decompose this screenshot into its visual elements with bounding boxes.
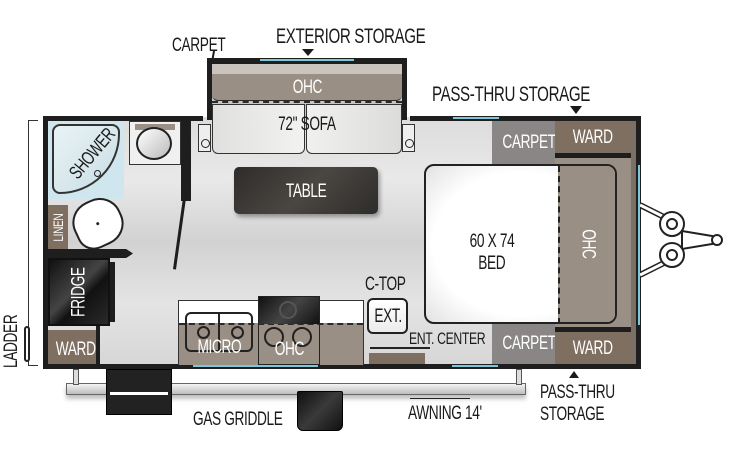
- window-bottom-kitchen: [193, 365, 318, 367]
- bed-label: BED: [478, 253, 506, 274]
- kitchen-sink-icon: [185, 312, 253, 352]
- sink-cabinet: [129, 121, 181, 165]
- linen-label: LINEN: [50, 214, 66, 242]
- shower-drain-icon: [94, 170, 101, 177]
- wall-top-left: [43, 116, 203, 121]
- fridge: FRIDGE: [48, 258, 110, 326]
- ohc-kitchen-label: OHC: [274, 339, 304, 360]
- ladder-label: LADDER: [1, 314, 22, 368]
- sofa-arm-right: [402, 124, 415, 152]
- ward-lower: WARD: [555, 332, 631, 364]
- micro-label: MICRO: [197, 337, 241, 358]
- carpet-upper: CARPET: [492, 121, 556, 164]
- ohc-bed-label: OHC: [577, 228, 599, 259]
- entry-steps: [106, 369, 172, 415]
- sofa-arm-left: [198, 124, 211, 152]
- table-label: TABLE: [285, 181, 327, 202]
- exterior-storage-label: EXTERIOR STORAGE: [276, 25, 426, 48]
- arrow-up-icon: [569, 371, 579, 378]
- ctop-label: C-TOP: [365, 274, 406, 295]
- fridge-label: FRIDGE: [68, 267, 90, 317]
- hitch-tongue-icon: [640, 202, 723, 278]
- ohc-slide: OHC: [212, 74, 402, 101]
- pass-thru-storage-bottom-label-2: STORAGE: [540, 404, 605, 425]
- ohc-slide-label: OHC: [292, 77, 322, 98]
- bathroom-sink-icon: [136, 127, 172, 160]
- ent-center-cabinet: [369, 353, 425, 364]
- carpet-lower: CARPET: [492, 324, 556, 364]
- wall-bottom: [43, 364, 641, 369]
- bed: 60 X 74 BED OHC: [424, 164, 617, 324]
- ladder-handle: [24, 326, 30, 362]
- pass-thru-storage-bottom-label-1: PASS-THRU: [540, 382, 615, 403]
- carpet-lower-label: CARPET: [502, 333, 556, 354]
- tv-icon: [370, 347, 430, 349]
- ward-front-left: WARD: [48, 330, 96, 364]
- bath-bottom-wall: [48, 249, 133, 258]
- gas-griddle-label: GAS GRIDDLE: [193, 409, 283, 430]
- window-slideout: [260, 59, 354, 61]
- gas-griddle-icon: [297, 391, 343, 431]
- bath-wall: [181, 121, 191, 201]
- arrow-down-icon: [302, 49, 314, 56]
- dashed-line: [212, 101, 402, 103]
- ward-label: WARD: [55, 339, 96, 360]
- pass-thru-storage-top-label: PASS-THRU STORAGE: [432, 83, 590, 106]
- ward-lower-label: WARD: [573, 338, 613, 359]
- bed-size-label: 60 X 74: [469, 231, 515, 252]
- ohc-bed: [558, 166, 615, 322]
- wall-left: [43, 116, 48, 369]
- burner-icon: [264, 327, 284, 347]
- ent-center-label: ENT. CENTER: [409, 329, 486, 348]
- wall-top-right: [410, 116, 641, 121]
- ladder-rail: [28, 120, 38, 366]
- burner-icon: [279, 301, 297, 319]
- carpet-upper-label: CARPET: [502, 132, 556, 153]
- window-top: [453, 117, 499, 119]
- awning-bar: [66, 383, 526, 395]
- ward-upper-label: WARD: [573, 127, 613, 148]
- sofa-cushion-right: [306, 104, 402, 154]
- sofa-cushion-left: [212, 104, 305, 154]
- carpet-label-top: CARPET: [172, 35, 226, 56]
- window-bottom-right: [452, 365, 498, 367]
- ward-upper: WARD: [555, 121, 631, 153]
- window-front: [638, 165, 640, 325]
- ctop-extension: EXT.: [367, 298, 408, 334]
- dinette-table: TABLE: [234, 167, 378, 214]
- burner-icon: [292, 327, 312, 347]
- arrow-down-icon: [570, 106, 582, 114]
- awning-label: AWNING 14': [408, 403, 482, 424]
- stove: [258, 296, 320, 365]
- linen-closet: LINEN: [48, 205, 68, 253]
- sofa-label: 72" SOFA: [278, 114, 336, 135]
- ext-label: EXT.: [374, 306, 402, 327]
